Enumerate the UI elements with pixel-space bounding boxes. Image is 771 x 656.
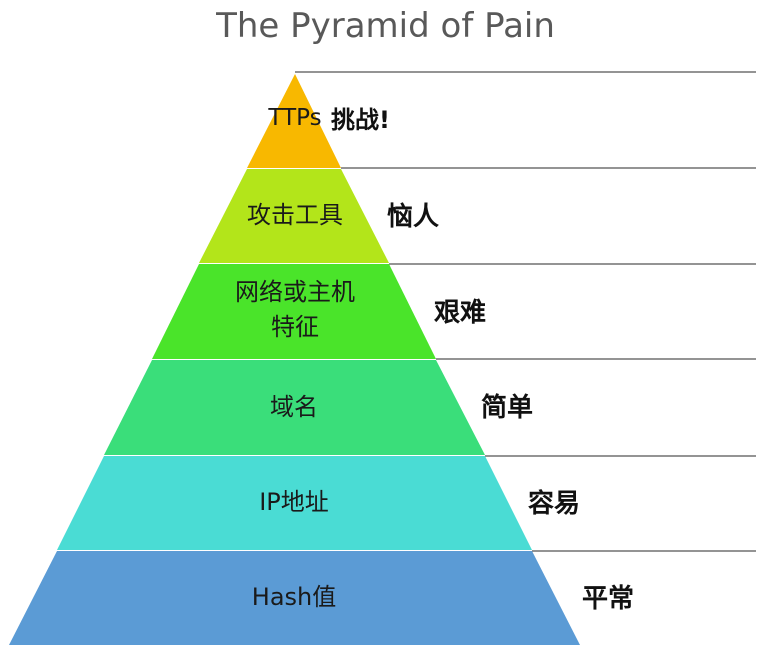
pyramid-layer-tools (199, 169, 389, 263)
layer-label-hash: Hash值 (251, 583, 337, 611)
layer-label-domains: 域名 (270, 393, 318, 421)
pain-label-artifacts: 艰难 (434, 298, 487, 328)
pyramid-layer-ttps (247, 74, 341, 168)
layer-label-ttps: TTPs (268, 105, 322, 131)
pain-label-tools: 恼人 (387, 202, 440, 232)
pain-label-ip: 容易 (528, 489, 581, 519)
pyramid-layer-ip (57, 456, 532, 550)
pyramid-layer-artifacts (152, 264, 436, 359)
pyramid-layer-domains (104, 360, 485, 455)
layer-label-tools: 攻击工具 (247, 201, 343, 229)
diagram-title: The Pyramid of Pain (216, 6, 555, 46)
pyramid-layer-hash (9, 551, 580, 645)
pain-label-ttps: 挑战! (331, 106, 390, 134)
pain-label-domains: 简单 (481, 393, 534, 423)
layer-label-artifacts: 网络或主机 特征 (235, 278, 355, 341)
pain-label-hash: 平常 (582, 584, 635, 614)
layer-label-ip: IP地址 (259, 488, 329, 516)
